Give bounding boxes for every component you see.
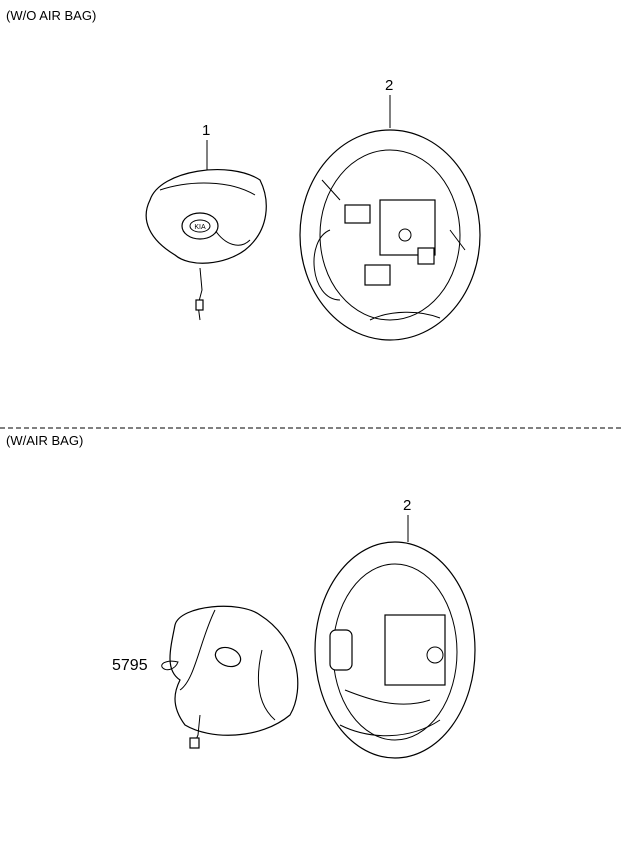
steering-wheel-top [299,95,481,341]
section-title-without-airbag: (W/O AIR BAG) [6,8,97,23]
section-title-with-airbag: (W/AIR BAG) [6,433,84,448]
callout-5795: 5795 [112,657,148,674]
steering-wheel-bottom [314,515,476,759]
callout-2-bottom: 2 [403,497,412,514]
horn-pad-1: KIA [145,140,267,321]
kia-logo: KIA [194,224,206,231]
callout-1: 1 [202,122,211,139]
connector-hand-icon [161,660,179,671]
callout-2-top: 2 [385,77,394,94]
airbag-module [161,605,299,749]
